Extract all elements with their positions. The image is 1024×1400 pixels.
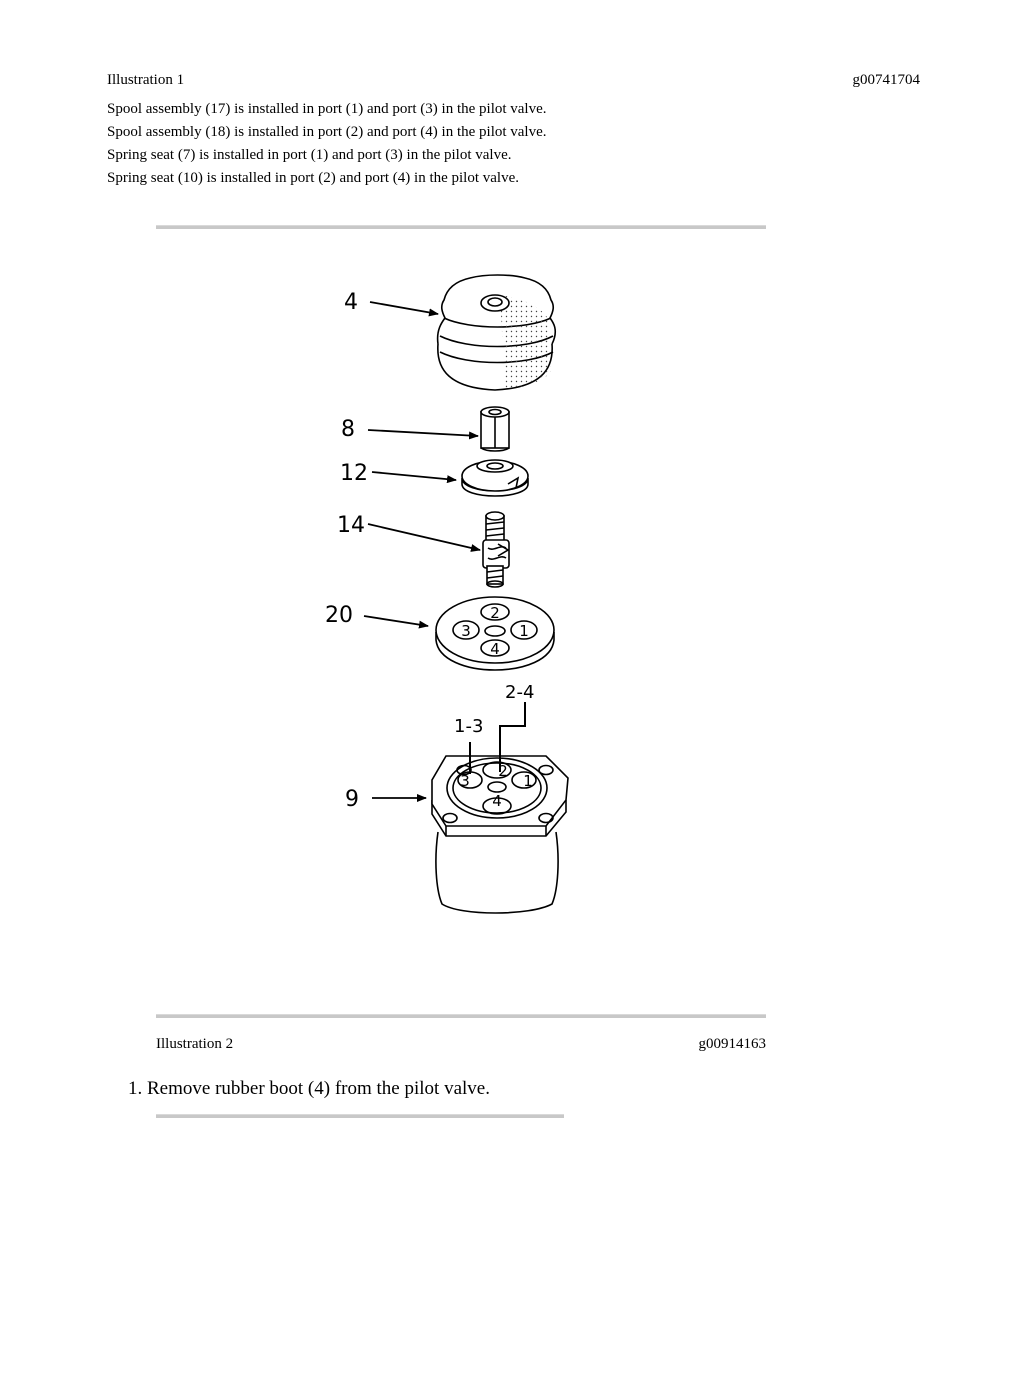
callout-12: 12 <box>340 461 368 486</box>
notes-block: Spool assembly (17) is installed in port… <box>107 98 547 190</box>
step-1: 1. Remove rubber boot (4) from the pilot… <box>128 1078 490 1100</box>
plate-port-1: 1 <box>519 622 529 640</box>
plate-port-3: 3 <box>461 622 471 640</box>
figure-bottom-rule <box>156 1014 766 1018</box>
figure-top-rule <box>156 225 766 229</box>
illustration-2-label: Illustration 2 <box>156 1036 234 1052</box>
valve-body-part <box>431 755 569 914</box>
illustration-1-code: g00741704 <box>852 72 921 88</box>
callout-8: 8 <box>341 417 355 442</box>
callout-ports-2-4: 2-4 <box>505 682 534 703</box>
step-number: 1. <box>128 1078 143 1099</box>
callout-ports-1-3: 1-3 <box>454 716 483 737</box>
note-line: Spool assembly (17) is installed in port… <box>107 101 547 117</box>
callout-4: 4 <box>344 290 358 315</box>
rubber-boot-part <box>436 274 557 391</box>
note-line: Spring seat (10) is installed in port (2… <box>107 170 520 186</box>
plate-port-2: 2 <box>490 604 500 622</box>
step-text: Remove rubber boot (4) from the pilot va… <box>147 1078 490 1099</box>
note-line: Spring seat (7) is installed in port (1)… <box>107 147 512 163</box>
callout-14: 14 <box>337 513 365 538</box>
port-plate-part <box>435 596 555 671</box>
body-port-2: 2 <box>498 762 508 780</box>
body-port-3: 3 <box>460 772 470 790</box>
body-port-4: 4 <box>492 792 502 810</box>
callout-9: 9 <box>345 787 359 812</box>
plate-part <box>461 459 529 497</box>
body-port-1: 1 <box>523 772 533 790</box>
illustration-1-label: Illustration 1 <box>107 72 185 88</box>
step-rule <box>156 1114 564 1118</box>
callout-20: 20 <box>325 603 353 628</box>
joint-part <box>482 511 510 588</box>
nut-part <box>480 406 510 452</box>
plate-port-4: 4 <box>490 640 500 658</box>
pilot-valve-exploded-diagram: 4 8 12 14 20 9 1-3 2-4 2 3 1 4 2 3 1 4 <box>325 274 569 914</box>
note-line: Spool assembly (18) is installed in port… <box>107 124 547 140</box>
illustration-2-code: g00914163 <box>698 1036 767 1052</box>
